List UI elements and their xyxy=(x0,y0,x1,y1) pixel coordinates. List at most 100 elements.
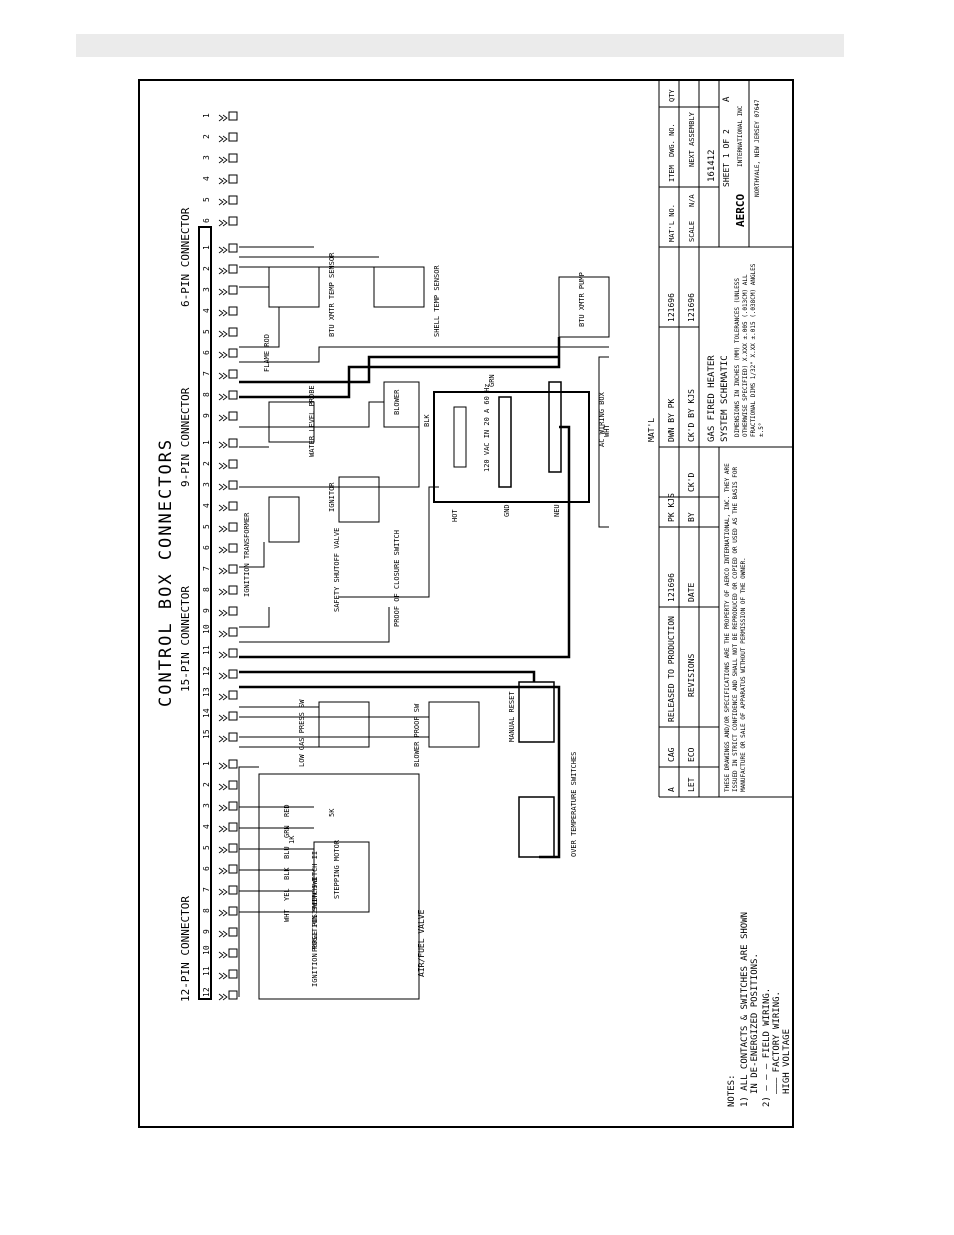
note-1a: 1) ALL CONTACTS & SWITCHES ARE SHOWN xyxy=(740,912,750,1107)
title-block xyxy=(658,80,793,798)
drawing-frame xyxy=(138,79,794,1128)
grn-label: GRN xyxy=(488,374,496,387)
pin-number: 15 xyxy=(202,729,211,739)
pin-number: 8 xyxy=(202,392,211,397)
safety-shutoff-label: SAFETY SHUTOFF VALVE xyxy=(333,528,341,612)
pin-contact-mark xyxy=(218,351,228,359)
wiring xyxy=(238,246,609,997)
company-addr: NORTHVALE, NEW JERSEY 07647 xyxy=(754,99,761,197)
neu-label: NEU xyxy=(553,504,561,517)
pin-number: 7 xyxy=(202,371,211,376)
pin-contact-mark xyxy=(218,888,228,896)
pin-contact-mark xyxy=(218,546,228,554)
hot-label: HOT xyxy=(451,509,459,522)
ac-wiring-box-label: AC WIRING BOX xyxy=(598,391,606,447)
pin-terminal xyxy=(228,669,238,679)
pin-number: 1 xyxy=(202,761,211,766)
pin-contact-mark xyxy=(218,567,228,575)
pin-number: 6 xyxy=(202,866,211,871)
pin-number: 8 xyxy=(202,908,211,913)
pin-number: 2 xyxy=(202,782,211,787)
pin-number: 12 xyxy=(202,987,211,997)
rev-by: CAG xyxy=(667,747,676,762)
pin-terminal xyxy=(228,243,238,253)
ignitor-box xyxy=(338,476,380,523)
hdr-ckd: CK'D xyxy=(687,473,696,492)
pin-contact-mark xyxy=(218,246,228,254)
pin-terminal xyxy=(228,948,238,958)
pin-contact-mark xyxy=(218,441,228,449)
pin-number: 2 xyxy=(202,134,211,139)
btu-sensor-box xyxy=(268,266,320,308)
sheet: SHEET 1 OF 2 xyxy=(722,129,731,187)
blower-label: BLOWER xyxy=(393,389,401,415)
pin-number: 10 xyxy=(202,624,211,634)
pin-number: 1 xyxy=(202,113,211,118)
pin-contact-mark xyxy=(218,714,228,722)
note-2b: ——— FACTORY WIRING. xyxy=(772,991,782,1094)
rev-eco: 121696 xyxy=(667,573,676,602)
schematic-title: CONTROL BOX CONNECTORS xyxy=(156,438,176,707)
pin-number: 5 xyxy=(202,197,211,202)
notes-header: NOTES: xyxy=(727,1074,737,1107)
col-matl-no: MAT'L NO. xyxy=(668,204,676,242)
pin-number: 2 xyxy=(202,461,211,466)
hdr-let: LET xyxy=(687,777,696,792)
pin-number: 5 xyxy=(202,524,211,529)
next-assy: NEXT ASSEMBLY xyxy=(688,111,696,167)
col-qty: QTY xyxy=(668,89,676,102)
connector-pins: 1211109876543211514131211109876543219876… xyxy=(202,111,238,1001)
pin-number: 6 xyxy=(202,545,211,550)
hdr-eco: ECO xyxy=(687,747,696,762)
ignition-switch-label: IGNITION POSITION SWITCH I xyxy=(311,877,319,987)
pin-terminal xyxy=(228,906,238,916)
pin-contact-mark xyxy=(218,630,228,638)
pin-contact-mark xyxy=(218,651,228,659)
pin-terminal xyxy=(228,522,238,532)
pin-terminal xyxy=(228,327,238,337)
pin-number: 9 xyxy=(202,929,211,934)
stepping-motor-label: STEPPING MOTOR xyxy=(333,839,341,899)
title-line-1: GAS FIRED HEATER xyxy=(707,355,717,442)
pin-number: 1 xyxy=(202,245,211,250)
pin-terminal xyxy=(228,990,238,1000)
pin-terminal xyxy=(228,927,238,937)
note-1b: IN DE-ENERGIZED POSITIONS. xyxy=(750,953,760,1094)
pin-contact-mark xyxy=(218,972,228,980)
pin-terminal xyxy=(228,759,238,769)
pin-terminal xyxy=(228,480,238,490)
pin-terminal xyxy=(228,627,238,637)
pin-number: 13 xyxy=(202,687,211,697)
btu-sensor-label: BTU XMTR TEMP SENSOR xyxy=(328,252,336,337)
wire-color-label: WHT xyxy=(283,909,291,922)
pin-terminal xyxy=(228,264,238,274)
pin-contact-mark xyxy=(218,930,228,938)
pin-contact-mark xyxy=(218,219,228,227)
pin-terminal xyxy=(228,585,238,595)
pin-terminal xyxy=(228,648,238,658)
pot-1k-label: 1K xyxy=(288,835,296,844)
pin-number: 1 xyxy=(202,440,211,445)
purge-switch-label: PURGE POSITION SWITCH II xyxy=(311,851,319,952)
pin-contact-mark xyxy=(218,825,228,833)
hdr-revisions: REVISIONS xyxy=(687,653,696,697)
pin-number: 6 xyxy=(202,350,211,355)
low-gas-label: LOW GAS PRESS SW xyxy=(298,699,306,767)
pin-terminal xyxy=(228,174,238,184)
over-temp-label: OVER TEMPERATURE SWITCHES xyxy=(570,752,578,857)
blk-label: BLK xyxy=(423,414,431,427)
pin-terminal xyxy=(228,216,238,226)
water-level-probe-box xyxy=(268,401,315,443)
pin-number: 3 xyxy=(202,287,211,292)
pin-terminal xyxy=(228,780,238,790)
wire-color-label: BLK xyxy=(283,867,291,880)
pin-number: 11 xyxy=(202,645,211,655)
rev-ckd: PK KJS xyxy=(667,493,676,522)
pin-contact-mark xyxy=(218,330,228,338)
drawing-no-2: 121696 xyxy=(687,293,696,322)
ac-terminal-strip-1 xyxy=(498,396,512,488)
pin-number: 3 xyxy=(202,155,211,160)
pin-contact-mark xyxy=(218,309,228,317)
title-line-2: SYSTEM SCHEMATIC xyxy=(720,355,730,442)
